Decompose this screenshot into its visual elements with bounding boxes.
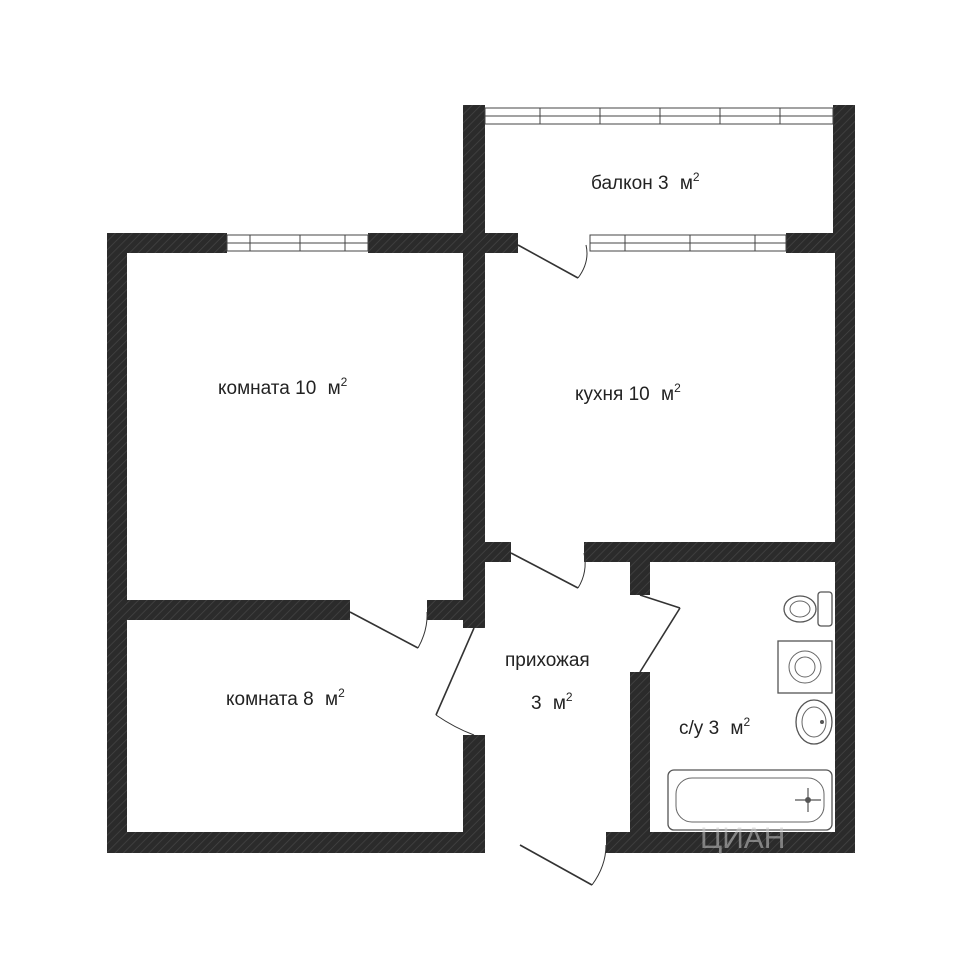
balcony-window <box>484 107 834 125</box>
doors <box>349 244 681 886</box>
hallway-area-label: 3 м2 <box>531 690 573 714</box>
bathroom-fixtures <box>667 591 833 831</box>
kitchen-window <box>589 234 787 252</box>
walls <box>107 105 855 853</box>
toilet-icon <box>783 591 833 627</box>
room-window <box>226 234 369 252</box>
kitchen-door <box>510 552 586 589</box>
wall <box>107 233 227 253</box>
wall <box>833 105 855 245</box>
wall <box>630 542 650 595</box>
wall <box>107 832 482 853</box>
sink-icon <box>795 699 833 745</box>
watermark: ЦИАН <box>700 822 785 855</box>
balcony-label: балкон 3 м2 <box>591 170 700 194</box>
wall <box>463 105 485 245</box>
wall <box>630 672 650 853</box>
balcony-door <box>517 244 588 279</box>
wall <box>463 542 511 562</box>
bathroom-door <box>639 594 681 673</box>
windows <box>226 107 834 252</box>
wall <box>584 542 855 562</box>
room-small-label: комната 8 м2 <box>226 686 345 710</box>
wall <box>427 600 485 620</box>
wall <box>463 233 485 628</box>
hallway-name-label: прихожая <box>505 650 590 671</box>
room-big-label: комната 10 м2 <box>218 375 348 399</box>
bathtub-icon <box>667 769 833 831</box>
wall <box>107 600 350 620</box>
room-door <box>349 611 428 649</box>
wall <box>107 233 127 853</box>
entrance-door <box>519 844 607 886</box>
bathroom-label: с/у 3 м2 <box>679 715 750 739</box>
kitchen-label: кухня 10 м2 <box>575 381 681 405</box>
washing-machine-icon <box>777 640 833 694</box>
wall <box>606 832 855 853</box>
wall <box>368 233 518 253</box>
small-room-door <box>435 627 475 736</box>
wall <box>463 735 485 853</box>
